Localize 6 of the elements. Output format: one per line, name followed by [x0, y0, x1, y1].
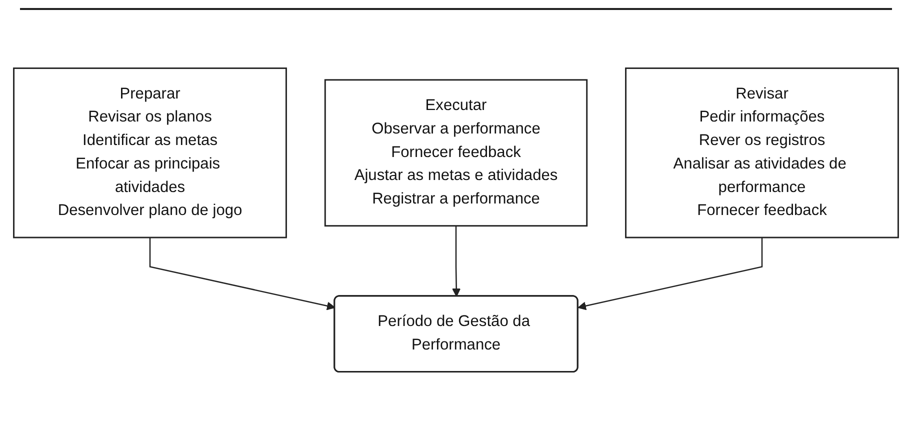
- node-box: Revisar Pedir informações Rever os registros Analisar as atividades de performance Fornecer feedback: [625, 67, 899, 238]
- arrow: [149, 238, 336, 310]
- node-box: Executar Observar a performance Fornecer feedback Ajustar as metas e atividades Registrar a performance: [324, 79, 588, 227]
- node-box: Preparar Revisar os planos Identificar as metas Enfocar as principais atividades Desenvolver plano de jogo: [13, 67, 287, 238]
- arrow: [578, 238, 763, 310]
- arrow: [452, 226, 461, 297]
